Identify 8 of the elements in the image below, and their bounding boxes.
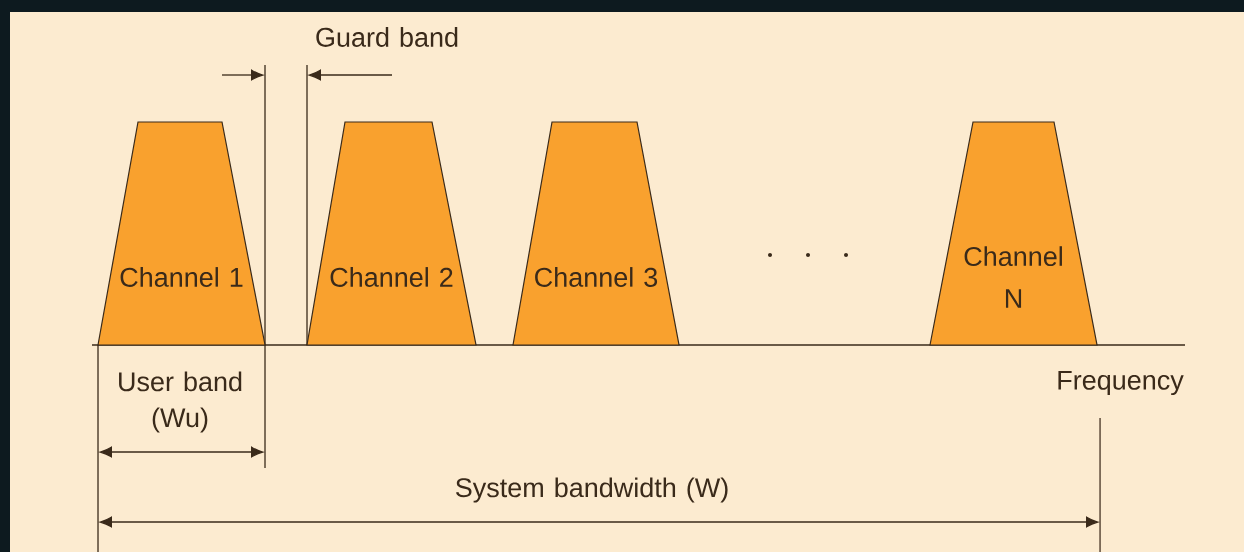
channel-trapezoid: Channel 2: [306, 121, 477, 346]
label-text: Guard band: [316, 27, 458, 47]
label-text: User band (Wu): [119, 371, 242, 433]
channel-trapezoid: Channel 1: [97, 121, 266, 346]
label-text: Frequency: [1058, 370, 1184, 396]
channel-trapezoid: Channel 3: [512, 121, 680, 346]
label-text: System bandwidth (W): [455, 477, 728, 503]
channel-trapezoid: Channel N: [929, 121, 1098, 346]
